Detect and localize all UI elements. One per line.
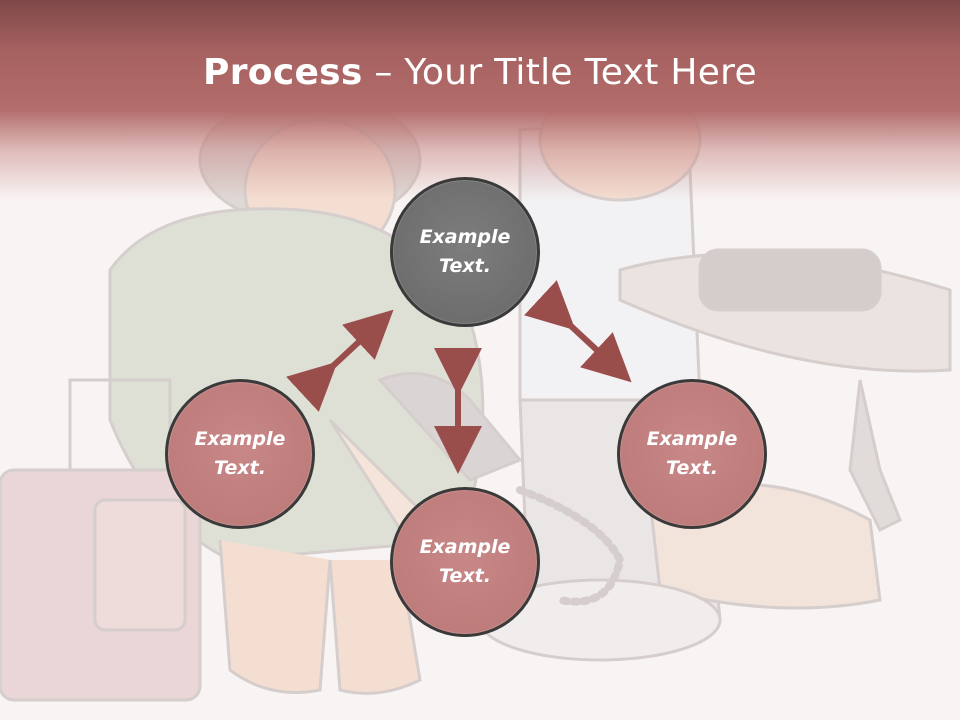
header-band: [0, 0, 960, 200]
process-circle-right[interactable]: Example Text.: [617, 379, 767, 529]
process-circle-bottom[interactable]: Example Text.: [390, 487, 540, 637]
circle-label-line1: Example: [194, 428, 286, 450]
title-bold: Process: [203, 52, 363, 93]
process-circle-center[interactable]: Example Text.: [390, 177, 540, 327]
circle-label-line1: Example: [646, 428, 738, 450]
circle-label-line1: Example: [419, 226, 511, 248]
circle-label-line2: Text.: [214, 457, 266, 479]
title-rest: – Your Title Text Here: [362, 52, 757, 93]
arrow-center-left: [286, 309, 394, 412]
circle-label-line2: Text.: [666, 457, 718, 479]
slide-title[interactable]: Process – Your Title Text Here: [0, 52, 960, 93]
circle-label-line2: Text.: [439, 255, 491, 277]
circle-label-line1: Example: [419, 536, 511, 558]
process-circle-left[interactable]: Example Text.: [165, 379, 315, 529]
circle-label-line2: Text.: [439, 565, 491, 587]
arrow-center-right: [524, 280, 632, 383]
